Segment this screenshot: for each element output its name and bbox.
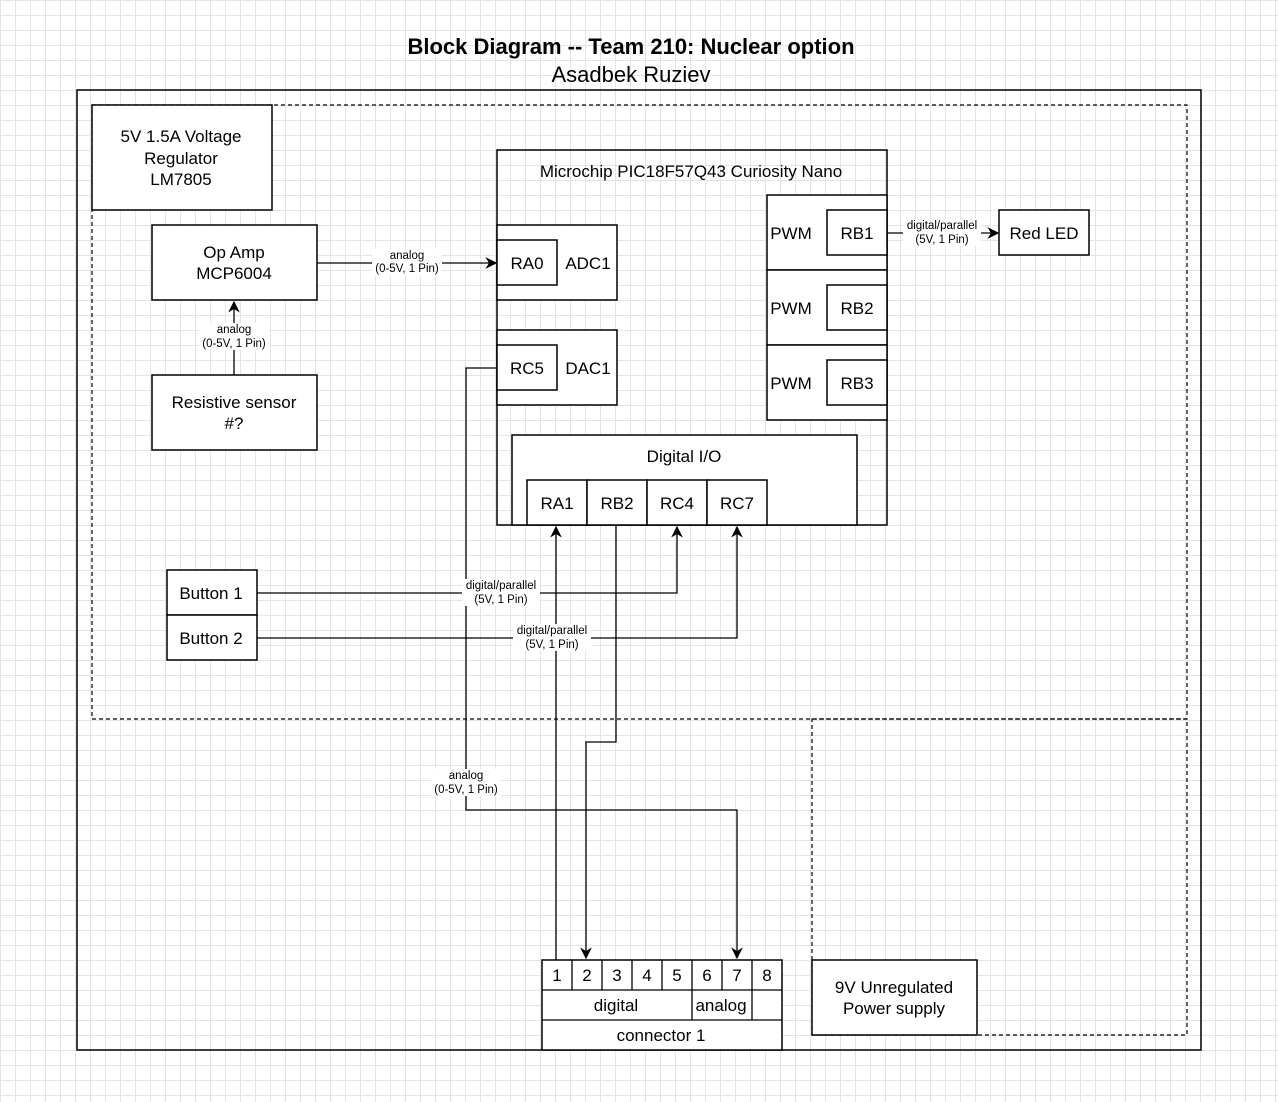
svg-text:RB2: RB2 xyxy=(600,494,633,513)
svg-text:RC4: RC4 xyxy=(660,494,694,513)
svg-text:digital/parallel: digital/parallel xyxy=(466,580,536,592)
diagram-title: Block Diagram -- Team 210: Nuclear optio… xyxy=(407,34,854,59)
svg-text:RA0: RA0 xyxy=(510,254,543,273)
connector-1-block: 1 2 3 4 5 6 7 8 digital analog connector… xyxy=(541,959,783,1051)
connector-pin-6: 6 xyxy=(702,966,711,985)
rb1-pin xyxy=(826,209,888,256)
rb3-pin xyxy=(826,359,888,406)
svg-text:PWM: PWM xyxy=(770,299,812,318)
svg-text:MCP6004: MCP6004 xyxy=(196,264,272,283)
svg-text:analog: analog xyxy=(390,250,425,262)
svg-text:Op Amp: Op Amp xyxy=(203,243,264,262)
unregulated-power-region xyxy=(811,718,1188,1036)
svg-text:analog: analog xyxy=(449,770,484,782)
resistive-sensor-block: Resistive sensor #? xyxy=(151,374,318,451)
io-pin-rc7 xyxy=(706,479,768,526)
svg-text:PWM: PWM xyxy=(770,224,812,243)
wire-rc5-to-connector xyxy=(465,367,743,960)
button1-block: Button 1 xyxy=(166,569,258,616)
rc5-pin xyxy=(496,344,558,391)
svg-text:Button 2: Button 2 xyxy=(179,629,242,648)
wire-button2-to-rc7 xyxy=(257,525,743,639)
connector-pin-8: 8 xyxy=(762,966,771,985)
svg-text:Digital I/O: Digital I/O xyxy=(647,447,722,466)
wire-rb2-to-connector xyxy=(580,525,617,960)
svg-text:digital/parallel: digital/parallel xyxy=(517,625,587,637)
wire-button1-to-rc4 xyxy=(257,525,683,594)
connector-pin-7: 7 xyxy=(732,966,741,985)
connector-pin-4: 4 xyxy=(642,966,651,985)
connector-analog-label: analog xyxy=(695,996,746,1015)
diagram-author: Asadbek Ruziev xyxy=(552,62,711,87)
svg-text:LM7805: LM7805 xyxy=(150,170,211,189)
svg-text:(5V, 1 Pin): (5V, 1 Pin) xyxy=(525,639,578,651)
red-led-block: Red LED xyxy=(998,209,1090,256)
svg-text:PWM: PWM xyxy=(770,374,812,393)
edge-label-rb1-led: digital/parallel (5V, 1 Pin) xyxy=(903,219,981,246)
svg-text:Resistive sensor: Resistive sensor xyxy=(172,393,297,412)
svg-text:5V 1.5A Voltage: 5V 1.5A Voltage xyxy=(121,127,242,146)
svg-text:RB1: RB1 xyxy=(840,224,873,243)
ra0-pin xyxy=(496,239,558,286)
edge-label-opamp-ra0: analog (0-5V, 1 Pin) xyxy=(372,249,442,276)
svg-text:DAC1: DAC1 xyxy=(565,359,610,378)
connector-pin-2: 2 xyxy=(582,966,591,985)
connector-pin-5: 5 xyxy=(672,966,681,985)
svg-text:RB3: RB3 xyxy=(840,374,873,393)
svg-text:digital/parallel: digital/parallel xyxy=(907,220,977,232)
edge-label-button2-rc7: digital/parallel (5V, 1 Pin) xyxy=(513,624,591,651)
svg-text:(0-5V, 1 Pin): (0-5V, 1 Pin) xyxy=(375,263,439,275)
svg-text:(0-5V, 1 Pin): (0-5V, 1 Pin) xyxy=(202,338,266,350)
edge-label-sensor-opamp: analog (0-5V, 1 Pin) xyxy=(199,323,269,350)
svg-text:Power supply: Power supply xyxy=(843,999,946,1018)
rb2-pwm-pin xyxy=(826,284,888,331)
svg-text:(5V, 1 Pin): (5V, 1 Pin) xyxy=(474,594,527,606)
svg-text:(5V, 1 Pin): (5V, 1 Pin) xyxy=(915,234,968,246)
op-amp-block: Op Amp MCP6004 xyxy=(151,224,318,301)
mcu-block: Microchip PIC18F57Q43 Curiosity Nano RA0… xyxy=(496,149,888,526)
edge-label-button1-rc4: digital/parallel (5V, 1 Pin) xyxy=(462,579,540,606)
svg-text:RB2: RB2 xyxy=(840,299,873,318)
svg-text:RA1: RA1 xyxy=(540,494,573,513)
svg-text:(0-5V, 1 Pin): (0-5V, 1 Pin) xyxy=(434,784,498,796)
edge-label-rc5-connector: analog (0-5V, 1 Pin) xyxy=(431,769,501,796)
connector-name: connector 1 xyxy=(617,1026,706,1045)
svg-text:analog: analog xyxy=(217,324,252,336)
svg-text:#?: #? xyxy=(225,414,244,433)
svg-text:Button 1: Button 1 xyxy=(179,584,242,603)
io-pin-ra1 xyxy=(526,479,588,526)
connector-digital-label: digital xyxy=(594,996,638,1015)
mcu-label: Microchip PIC18F57Q43 Curiosity Nano xyxy=(540,162,842,181)
connector-pin-3: 3 xyxy=(612,966,621,985)
svg-text:ADC1: ADC1 xyxy=(565,254,610,273)
svg-text:9V Unregulated: 9V Unregulated xyxy=(835,978,953,997)
svg-text:Regulator: Regulator xyxy=(144,149,218,168)
regulated-5v-region xyxy=(91,104,1188,720)
svg-text:Red LED: Red LED xyxy=(1010,224,1079,243)
power-supply-block: 9V Unregulated Power supply xyxy=(811,959,978,1036)
svg-text:RC7: RC7 xyxy=(720,494,754,513)
connector-pin-1: 1 xyxy=(552,966,561,985)
voltage-regulator-block: 5V 1.5A Voltage Regulator LM7805 xyxy=(91,104,273,211)
button2-block: Button 2 xyxy=(166,614,258,661)
svg-text:RC5: RC5 xyxy=(510,359,544,378)
